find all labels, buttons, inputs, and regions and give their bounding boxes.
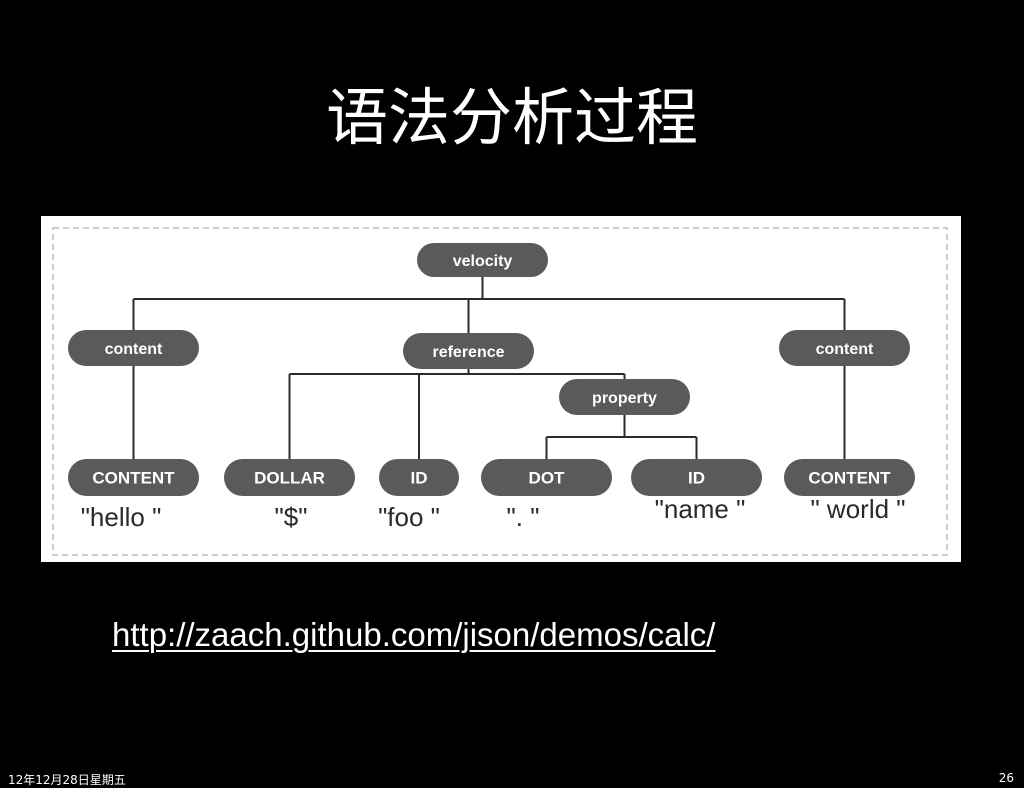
leaf-text-token_id_2: "name " (655, 494, 746, 524)
tree-node-token_content_1 (68, 459, 199, 496)
page-number: 26 (998, 771, 1014, 785)
tree-node-label-token_content_2: CONTENT (808, 469, 891, 488)
tree-node-token_dollar (224, 459, 355, 496)
tree-node-label-token_id_2: ID (688, 469, 705, 488)
tree-node-content_left (68, 330, 199, 366)
leaf-text-token_dollar: "$" (275, 502, 308, 532)
leaf-text-token_content_2: " world " (810, 494, 905, 524)
tree-node-label-reference: reference (432, 344, 504, 361)
tree-node-label-token_content_1: CONTENT (92, 469, 175, 488)
leaf-text-token_content_1: "hello " (81, 502, 162, 532)
tree-node-label-token_dollar: DOLLAR (254, 469, 325, 488)
tree-node-reference (403, 333, 534, 369)
tree-node-token_id_1 (379, 459, 459, 496)
tree-node-label-property: property (592, 390, 657, 407)
slide-title: 语法分析过程 (325, 81, 698, 154)
tree-node-velocity (417, 243, 548, 277)
tree-node-label-velocity: velocity (453, 253, 513, 270)
tree-node-token_content_2 (784, 459, 915, 496)
tree-node-token_id_2 (631, 459, 762, 496)
tree-node-label-token_id_1: ID (411, 469, 428, 488)
footer-date: 12年12月28日星期五 (8, 773, 126, 787)
tree-node-property (559, 379, 690, 415)
tree-node-label-content_left: content (105, 341, 163, 358)
parse-tree-diagram: velocity content reference content propertyC… (52, 227, 948, 556)
leaf-text-token_id_1: "foo " (378, 502, 440, 532)
tree-node-label-token_dot: DOT (529, 469, 566, 488)
demo-link[interactable]: http://zaach.github.com/jison/demos/calc… (112, 616, 716, 653)
tree-node-token_dot (481, 459, 612, 496)
tree-node-content_right (779, 330, 910, 366)
leaf-text-token_dot: ". " (507, 502, 540, 532)
tree-node-label-content_right: content (816, 341, 874, 358)
